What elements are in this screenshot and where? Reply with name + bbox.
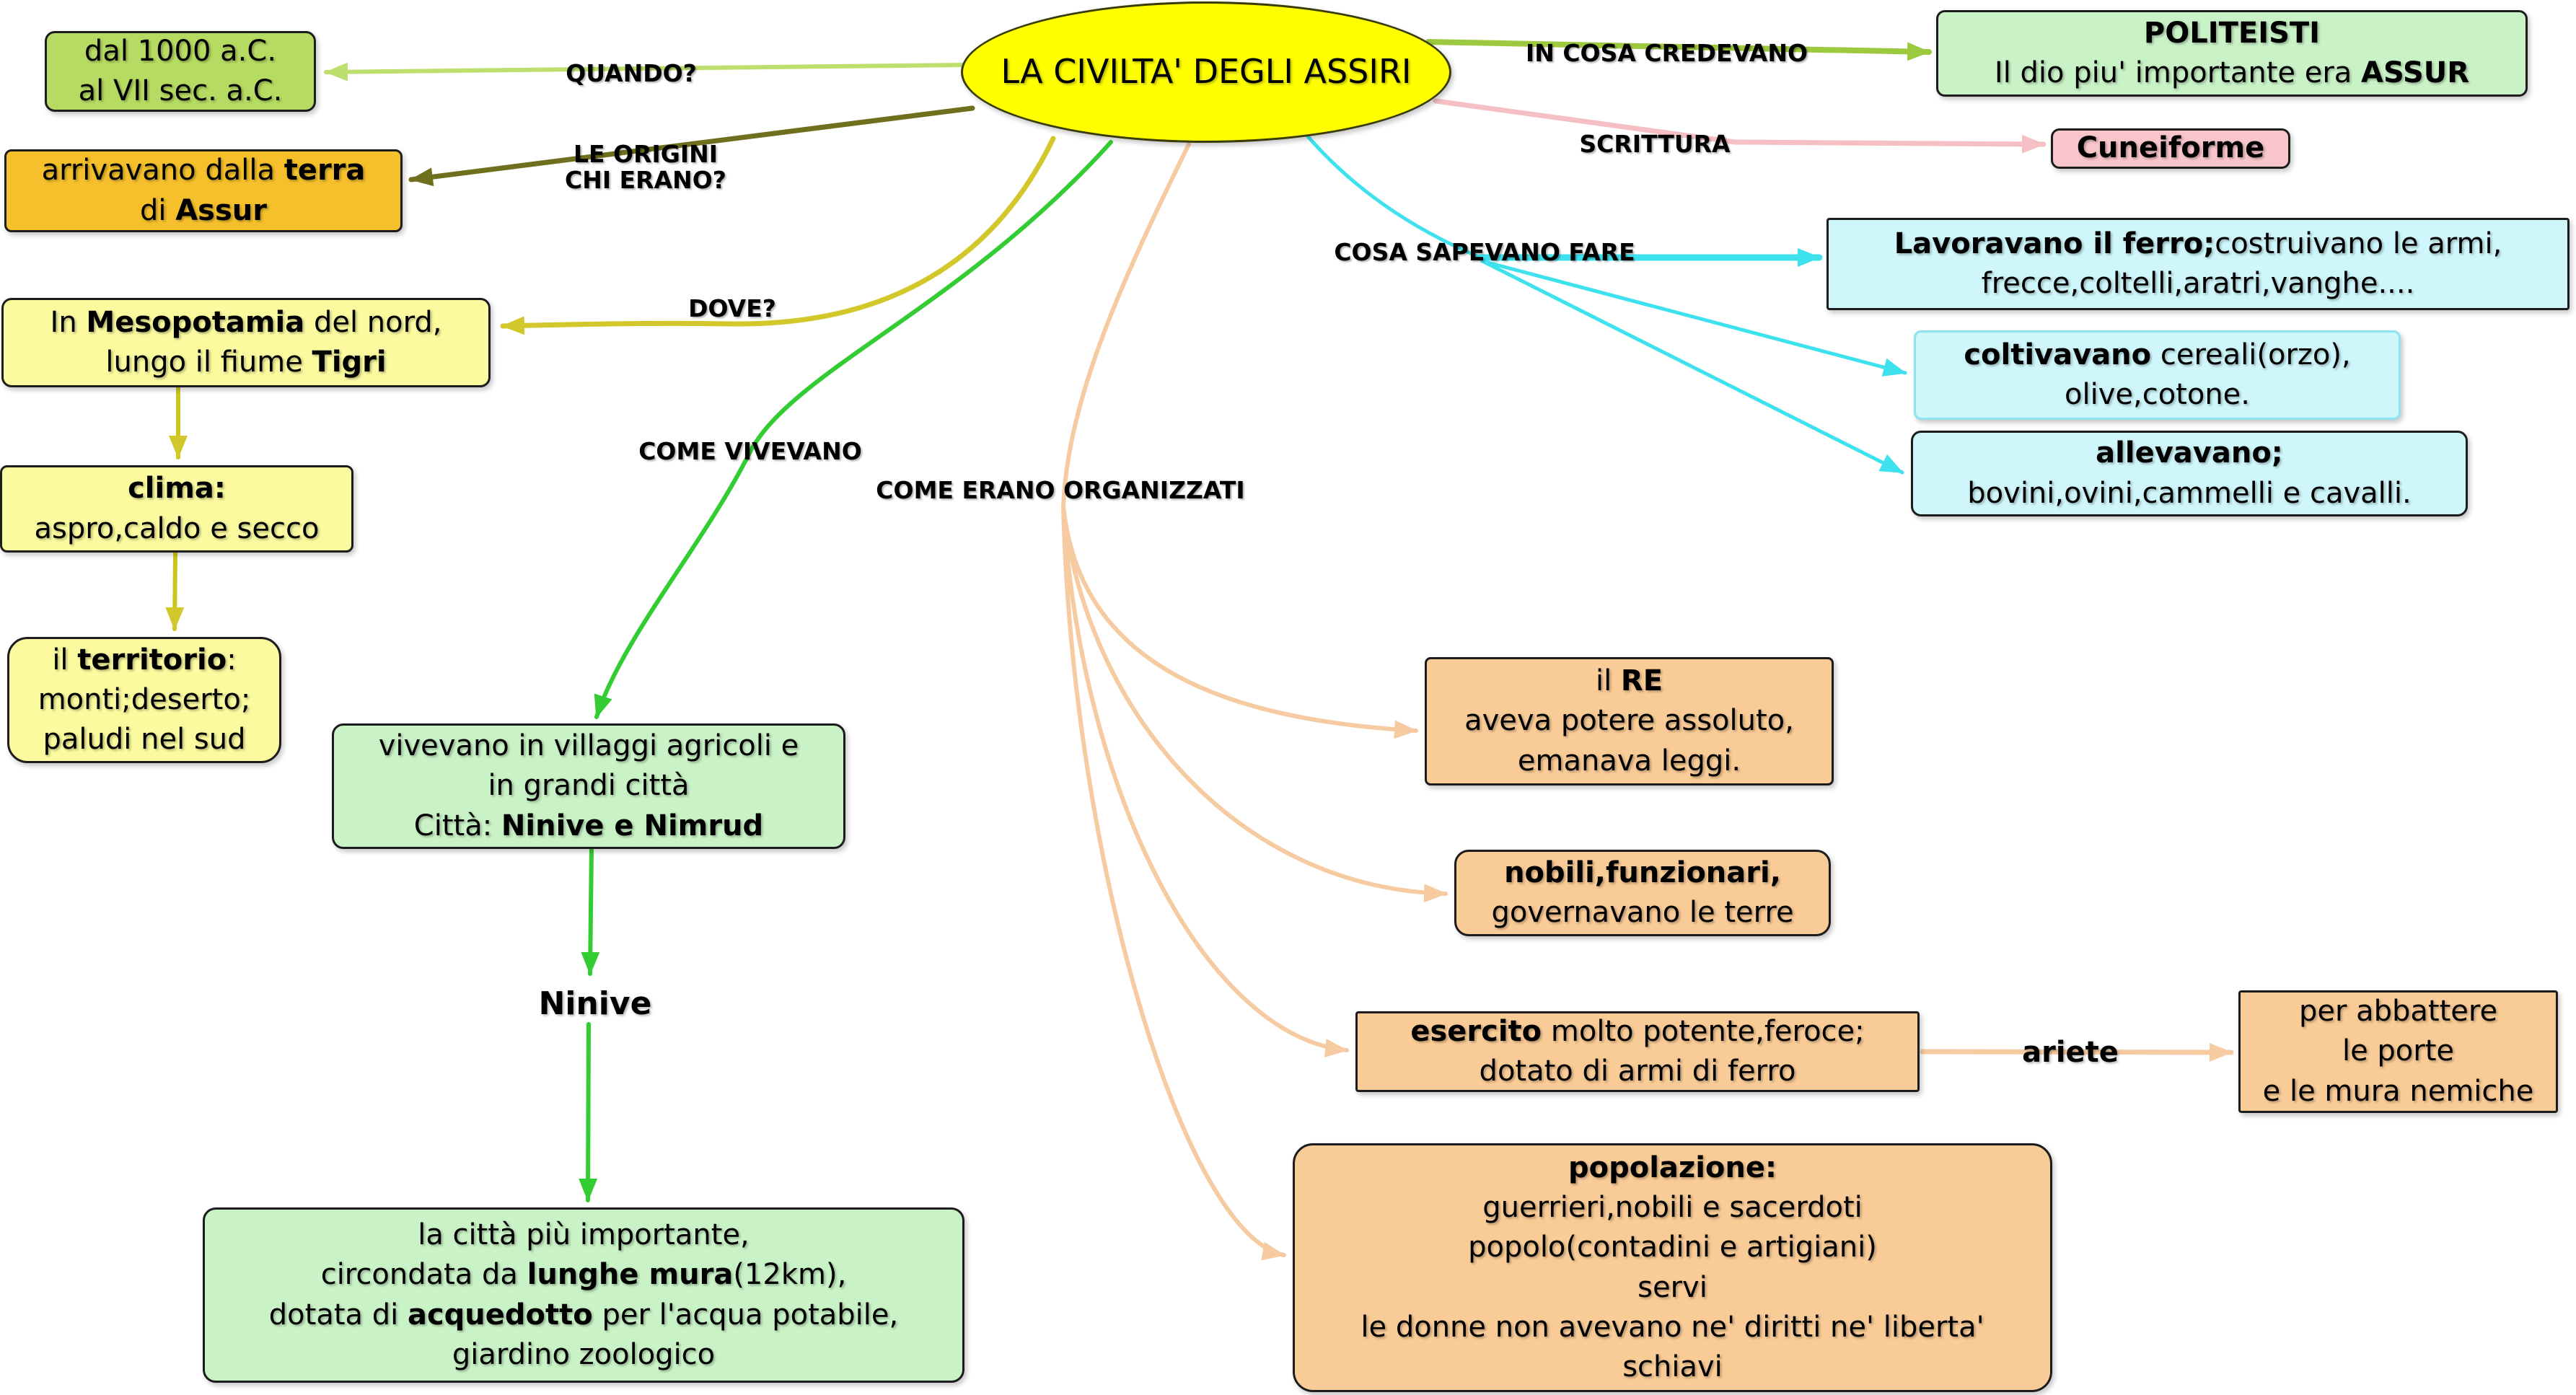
node-citta-ninive[interactable]: la città più importante,circondata da lu… <box>203 1207 964 1383</box>
node-coltivazioni[interactable]: coltivavano cereali(orzo),olive,cotone. <box>1914 330 2401 420</box>
node-lavorazione-ferro[interactable]: Lavoravano il ferro;costruivano le armi,… <box>1827 218 2570 310</box>
central-topic-ellipse[interactable]: LA CIVILTA' DEGLI ASSIRI <box>961 1 1451 143</box>
node-ninive-label[interactable]: Ninive <box>538 985 652 1022</box>
node-mesopotamia[interactable]: In Mesopotamia del nord,lungo il fiume T… <box>1 298 491 387</box>
edge-label-cosa-sapevano-fare[interactable]: COSA SAPEVANO FARE <box>1334 238 1635 266</box>
edge-label-dove[interactable]: DOVE? <box>688 294 776 322</box>
edge-label-come-vivevano[interactable]: COME VIVEVANO <box>638 437 862 465</box>
edge-label-origini-line2: CHI ERANO? <box>565 166 726 195</box>
node-nobili[interactable]: nobili,funzionari,governavano le terre <box>1454 850 1831 936</box>
node-esercito[interactable]: esercito molto potente,feroce;dotato di … <box>1355 1011 1920 1092</box>
node-clima[interactable]: clima:aspro,caldo e secco <box>0 465 353 553</box>
edge-label-origini-line1: LE ORIGINI <box>573 140 718 168</box>
node-popolazione[interactable]: popolazione:guerrieri,nobili e sacerdoti… <box>1293 1143 2052 1392</box>
node-territorio[interactable]: il territorio:monti;deserto;paludi nel s… <box>7 637 281 763</box>
node-ariete-label[interactable]: ariete <box>2022 1036 2119 1069</box>
edge-label-scrittura[interactable]: SCRITTURA <box>1579 130 1731 158</box>
central-topic-label: LA CIVILTA' DEGLI ASSIRI <box>1001 52 1412 92</box>
node-cuneiforme[interactable]: Cuneiforme <box>2051 128 2290 169</box>
edge-label-origini[interactable]: LE ORIGINI CHI ERANO? <box>555 141 736 194</box>
edge-label-quando[interactable]: QUANDO? <box>566 59 697 87</box>
node-allevamento[interactable]: allevavano;bovini,ovini,cammelli e caval… <box>1911 431 2468 516</box>
edge-label-in-cosa-credevano[interactable]: IN COSA CREDEVANO <box>1525 39 1808 67</box>
edge-label-come-erano-organizzati[interactable]: COME ERANO ORGANIZZATI <box>876 476 1245 504</box>
node-periodo[interactable]: dal 1000 a.C.al VII sec. a.C. <box>45 31 316 112</box>
